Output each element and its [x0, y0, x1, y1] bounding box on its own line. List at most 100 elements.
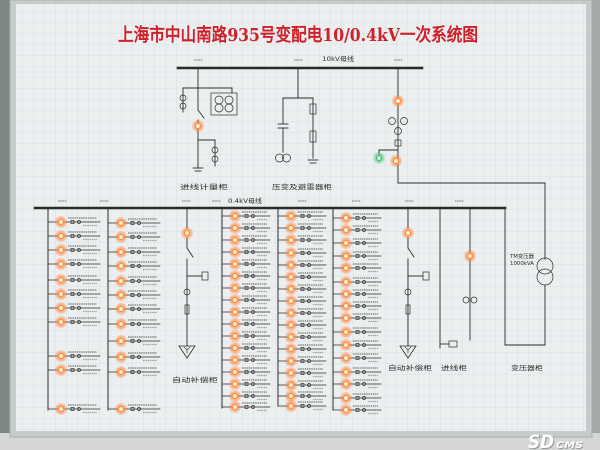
orange-indicator-light — [118, 278, 124, 284]
breaker-symbol — [70, 234, 75, 238]
orange-indicator-light — [232, 393, 238, 399]
ct-symbol — [251, 214, 255, 218]
transformer-winding — [536, 257, 554, 275]
pt-symbol — [179, 94, 187, 102]
orange-indicator-light — [343, 407, 349, 413]
breaker-symbol — [70, 407, 75, 411]
ct-symbol — [77, 320, 81, 324]
breaker-symbol — [244, 405, 249, 409]
wiring-lines — [33, 66, 546, 411]
ct-symbol — [77, 234, 81, 238]
breaker-symbol — [355, 254, 360, 258]
ct-symbol — [307, 299, 311, 303]
ct-symbol — [137, 264, 141, 268]
orange-indicator-light — [288, 237, 294, 243]
orange-indicator-light — [58, 261, 64, 267]
contactor-symbol — [422, 271, 430, 281]
ct-symbol — [362, 343, 366, 347]
breaker-symbol — [355, 228, 360, 232]
orange-indicator-light — [232, 249, 238, 255]
capacitor-star-line — [407, 346, 412, 351]
orange-indicator-light — [118, 292, 124, 298]
ct-symbol — [404, 288, 412, 296]
orange-indicator-light — [232, 273, 238, 279]
breaker-symbol — [300, 383, 305, 387]
breaker-symbol — [70, 320, 75, 324]
ct-symbol — [251, 238, 255, 242]
ct-symbol — [77, 354, 81, 358]
breaker-symbol — [130, 307, 135, 311]
incoming-metering-cabinet-label: 进线计量柜 — [180, 182, 229, 191]
ct-symbol — [251, 334, 255, 338]
ct-symbol — [307, 311, 311, 315]
pt-winding-symbol — [282, 153, 291, 163]
ct-symbol — [137, 293, 141, 297]
ct-symbol — [77, 220, 81, 224]
ct-symbol — [251, 250, 255, 254]
orange-indicator-light — [393, 158, 399, 164]
disconnect-blade — [197, 109, 205, 119]
orange-indicator-light — [288, 213, 294, 219]
breaker-symbol — [244, 370, 249, 374]
ct-symbol — [362, 241, 366, 245]
incoming-cabinet-label: 进线柜 — [441, 363, 468, 372]
breaker-symbol — [244, 250, 249, 254]
breaker-symbol — [355, 408, 360, 412]
ct-symbol — [362, 408, 366, 412]
orange-indicator-light — [395, 98, 401, 104]
ct-symbol — [251, 382, 255, 386]
breaker-symbol — [130, 264, 135, 268]
breaker-symbol — [355, 292, 360, 296]
ct-symbol — [251, 298, 255, 302]
breaker-symbol — [70, 248, 75, 252]
ct-symbol — [251, 262, 255, 266]
ct-symbol — [362, 292, 366, 296]
component-symbols — [58, 59, 554, 415]
ct-symbol — [362, 396, 366, 400]
ct-symbol — [77, 248, 81, 252]
ct-symbol — [362, 280, 366, 284]
orange-indicator-light — [232, 285, 238, 291]
breaker-symbol — [244, 322, 249, 326]
orange-indicator-light — [343, 369, 349, 375]
ct-symbol — [251, 394, 255, 398]
orange-indicator-light — [343, 291, 349, 297]
orange-indicator-light — [288, 310, 294, 316]
orange-indicator-light — [343, 395, 349, 401]
orange-indicator-light — [58, 353, 64, 359]
breaker-symbol — [300, 371, 305, 375]
orange-indicator-light — [288, 298, 294, 304]
orange-indicator-light — [343, 253, 349, 259]
breaker-symbol — [355, 356, 360, 360]
breaker-symbol — [355, 216, 360, 220]
breaker-symbol — [130, 221, 135, 225]
breaker-symbol — [244, 226, 249, 230]
orange-indicator-light — [118, 406, 124, 412]
orange-indicator-light — [288, 393, 294, 399]
breaker-symbol — [244, 334, 249, 338]
breaker-symbol — [130, 250, 135, 254]
breaker-symbol — [355, 370, 360, 374]
ct-symbol — [77, 262, 81, 266]
orange-indicator-light — [288, 346, 294, 352]
breaker-symbol — [300, 214, 305, 218]
ct-symbol — [137, 250, 141, 254]
disconnect-blade — [407, 247, 415, 258]
ct-symbol — [307, 394, 311, 398]
breaker-symbol — [130, 279, 135, 283]
ct-symbol — [251, 226, 255, 230]
breaker-symbol — [300, 311, 305, 315]
ct-symbol — [251, 310, 255, 314]
orange-indicator-light — [232, 369, 238, 375]
orange-indicator-light — [232, 357, 238, 363]
orange-indicator-light — [195, 123, 201, 129]
ct-symbol — [362, 304, 366, 308]
breaker-symbol — [70, 292, 75, 296]
bus-10kv-label: 10kV母线 — [322, 54, 355, 63]
orange-indicator-light — [343, 215, 349, 221]
breaker-symbol — [244, 262, 249, 266]
watermark: SD SD CMS CMS — [528, 431, 584, 450]
ct-symbol — [77, 368, 81, 372]
auto-compensation-cabinet-label-2: 自动补偿柜 — [388, 363, 433, 372]
orange-indicator-light — [343, 265, 349, 271]
